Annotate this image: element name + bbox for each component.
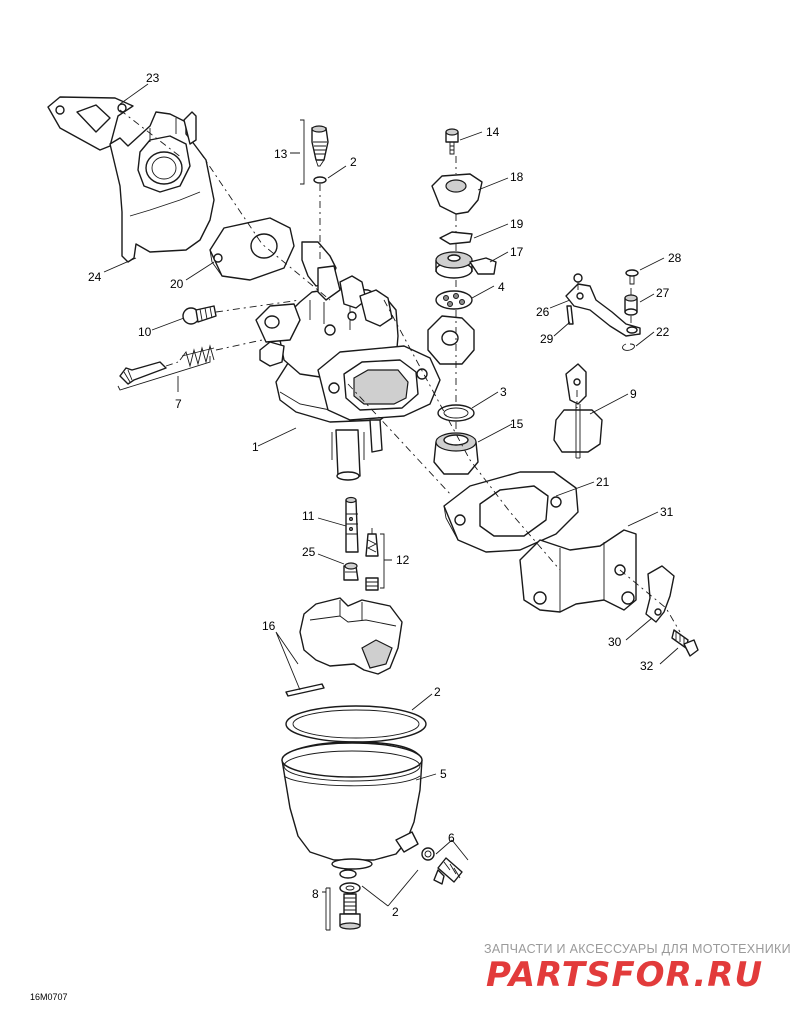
callout-29: 29 — [540, 332, 554, 346]
drawing-code: 16M0707 — [30, 992, 68, 1002]
part-22-clip — [622, 343, 635, 351]
callout-19: 19 — [510, 217, 524, 231]
callout-3: 3 — [500, 385, 507, 399]
part-16-float — [299, 597, 403, 675]
assembly-centerlines — [119, 109, 681, 633]
callout-23: 23 — [146, 71, 160, 85]
callout-32: 32 — [640, 659, 654, 673]
callout-leaders — [103, 83, 679, 931]
callout-30: 30 — [608, 635, 622, 649]
part-32-bolt — [671, 629, 699, 657]
part-30-clip — [645, 565, 675, 623]
part-27-spacer — [624, 294, 638, 316]
watermark-tagline: ЗАПЧАСТИ И АКСЕССУАРЫ ДЛЯ МОТОТЕХНИКИ — [484, 942, 791, 956]
part-15-collar — [433, 432, 479, 475]
callout-10: 10 — [138, 325, 152, 339]
part-1-carburetor-body — [255, 241, 475, 481]
part-4-jet-plate — [435, 290, 473, 310]
part-20-insulator — [209, 217, 295, 281]
part-6-drain-screw — [421, 847, 463, 885]
callout-20: 20 — [170, 277, 184, 291]
part-13-pilot-jet — [311, 125, 329, 167]
callout-5: 5 — [440, 767, 447, 781]
callout-17: 17 — [510, 245, 524, 259]
part-3-oring — [437, 404, 475, 422]
part-19-washer — [439, 231, 473, 245]
part-26-throttle-lever — [565, 273, 641, 337]
callout-2-bowl: 2 — [434, 685, 441, 699]
callout-11: 11 — [302, 509, 315, 523]
callout-16: 16 — [262, 619, 276, 633]
callout-15: 15 — [510, 417, 524, 431]
part-31-bracket — [519, 529, 637, 613]
callout-22: 22 — [656, 325, 670, 339]
watermark: ЗАПЧАСТИ И АКСЕССУАРЫ ДЛЯ МОТОТЕХНИКИ PA… — [484, 942, 791, 995]
part-21-gasket — [443, 471, 579, 553]
callout-7: 7 — [175, 397, 182, 411]
callout-21: 21 — [596, 475, 610, 489]
callout-13: 13 — [274, 147, 288, 161]
callout-31: 31 — [660, 505, 674, 519]
part-14-screw — [445, 128, 459, 155]
callout-2-top: 2 — [350, 155, 357, 169]
callout-18: 18 — [510, 170, 524, 184]
part-23-gasket — [47, 96, 134, 151]
part-28-screw — [625, 269, 639, 285]
part-16-float-pin — [285, 683, 325, 697]
part-5-float-bowl — [281, 741, 423, 870]
part-18-choke-plate — [431, 173, 483, 215]
part-17-choke-lever — [435, 251, 497, 279]
callout-28: 28 — [668, 251, 682, 265]
part-2-bowl-gasket — [285, 705, 427, 743]
callout-2-bottom: 2 — [392, 905, 399, 919]
part-10-screw — [182, 305, 217, 325]
callout-9: 9 — [630, 387, 637, 401]
part-8-bowl-bolt — [339, 869, 361, 930]
callout-labels: 23 24 20 13 2 14 18 19 17 4 28 26 27 29 … — [88, 71, 682, 919]
callout-6: 6 — [448, 831, 455, 845]
callout-14: 14 — [486, 125, 500, 139]
part-11-main-jet-tube — [345, 496, 359, 553]
part-9-baffle — [553, 363, 603, 459]
callout-27: 27 — [656, 286, 670, 300]
part-12-needle-valve — [365, 528, 379, 591]
part-29-pin — [566, 305, 574, 325]
part-25-main-jet — [343, 562, 359, 581]
callout-1: 1 — [252, 440, 259, 454]
callout-8: 8 — [312, 887, 319, 901]
part-7-idle-screw-spring — [119, 344, 215, 385]
part-24-bracket — [109, 111, 215, 263]
callout-24: 24 — [88, 270, 102, 284]
callout-25: 25 — [302, 545, 316, 559]
watermark-logo: PARTSFOR.RU — [486, 955, 763, 995]
callout-12: 12 — [396, 553, 410, 567]
callout-4: 4 — [498, 280, 505, 294]
part-2-oring-top — [313, 176, 327, 184]
callout-26: 26 — [536, 305, 550, 319]
